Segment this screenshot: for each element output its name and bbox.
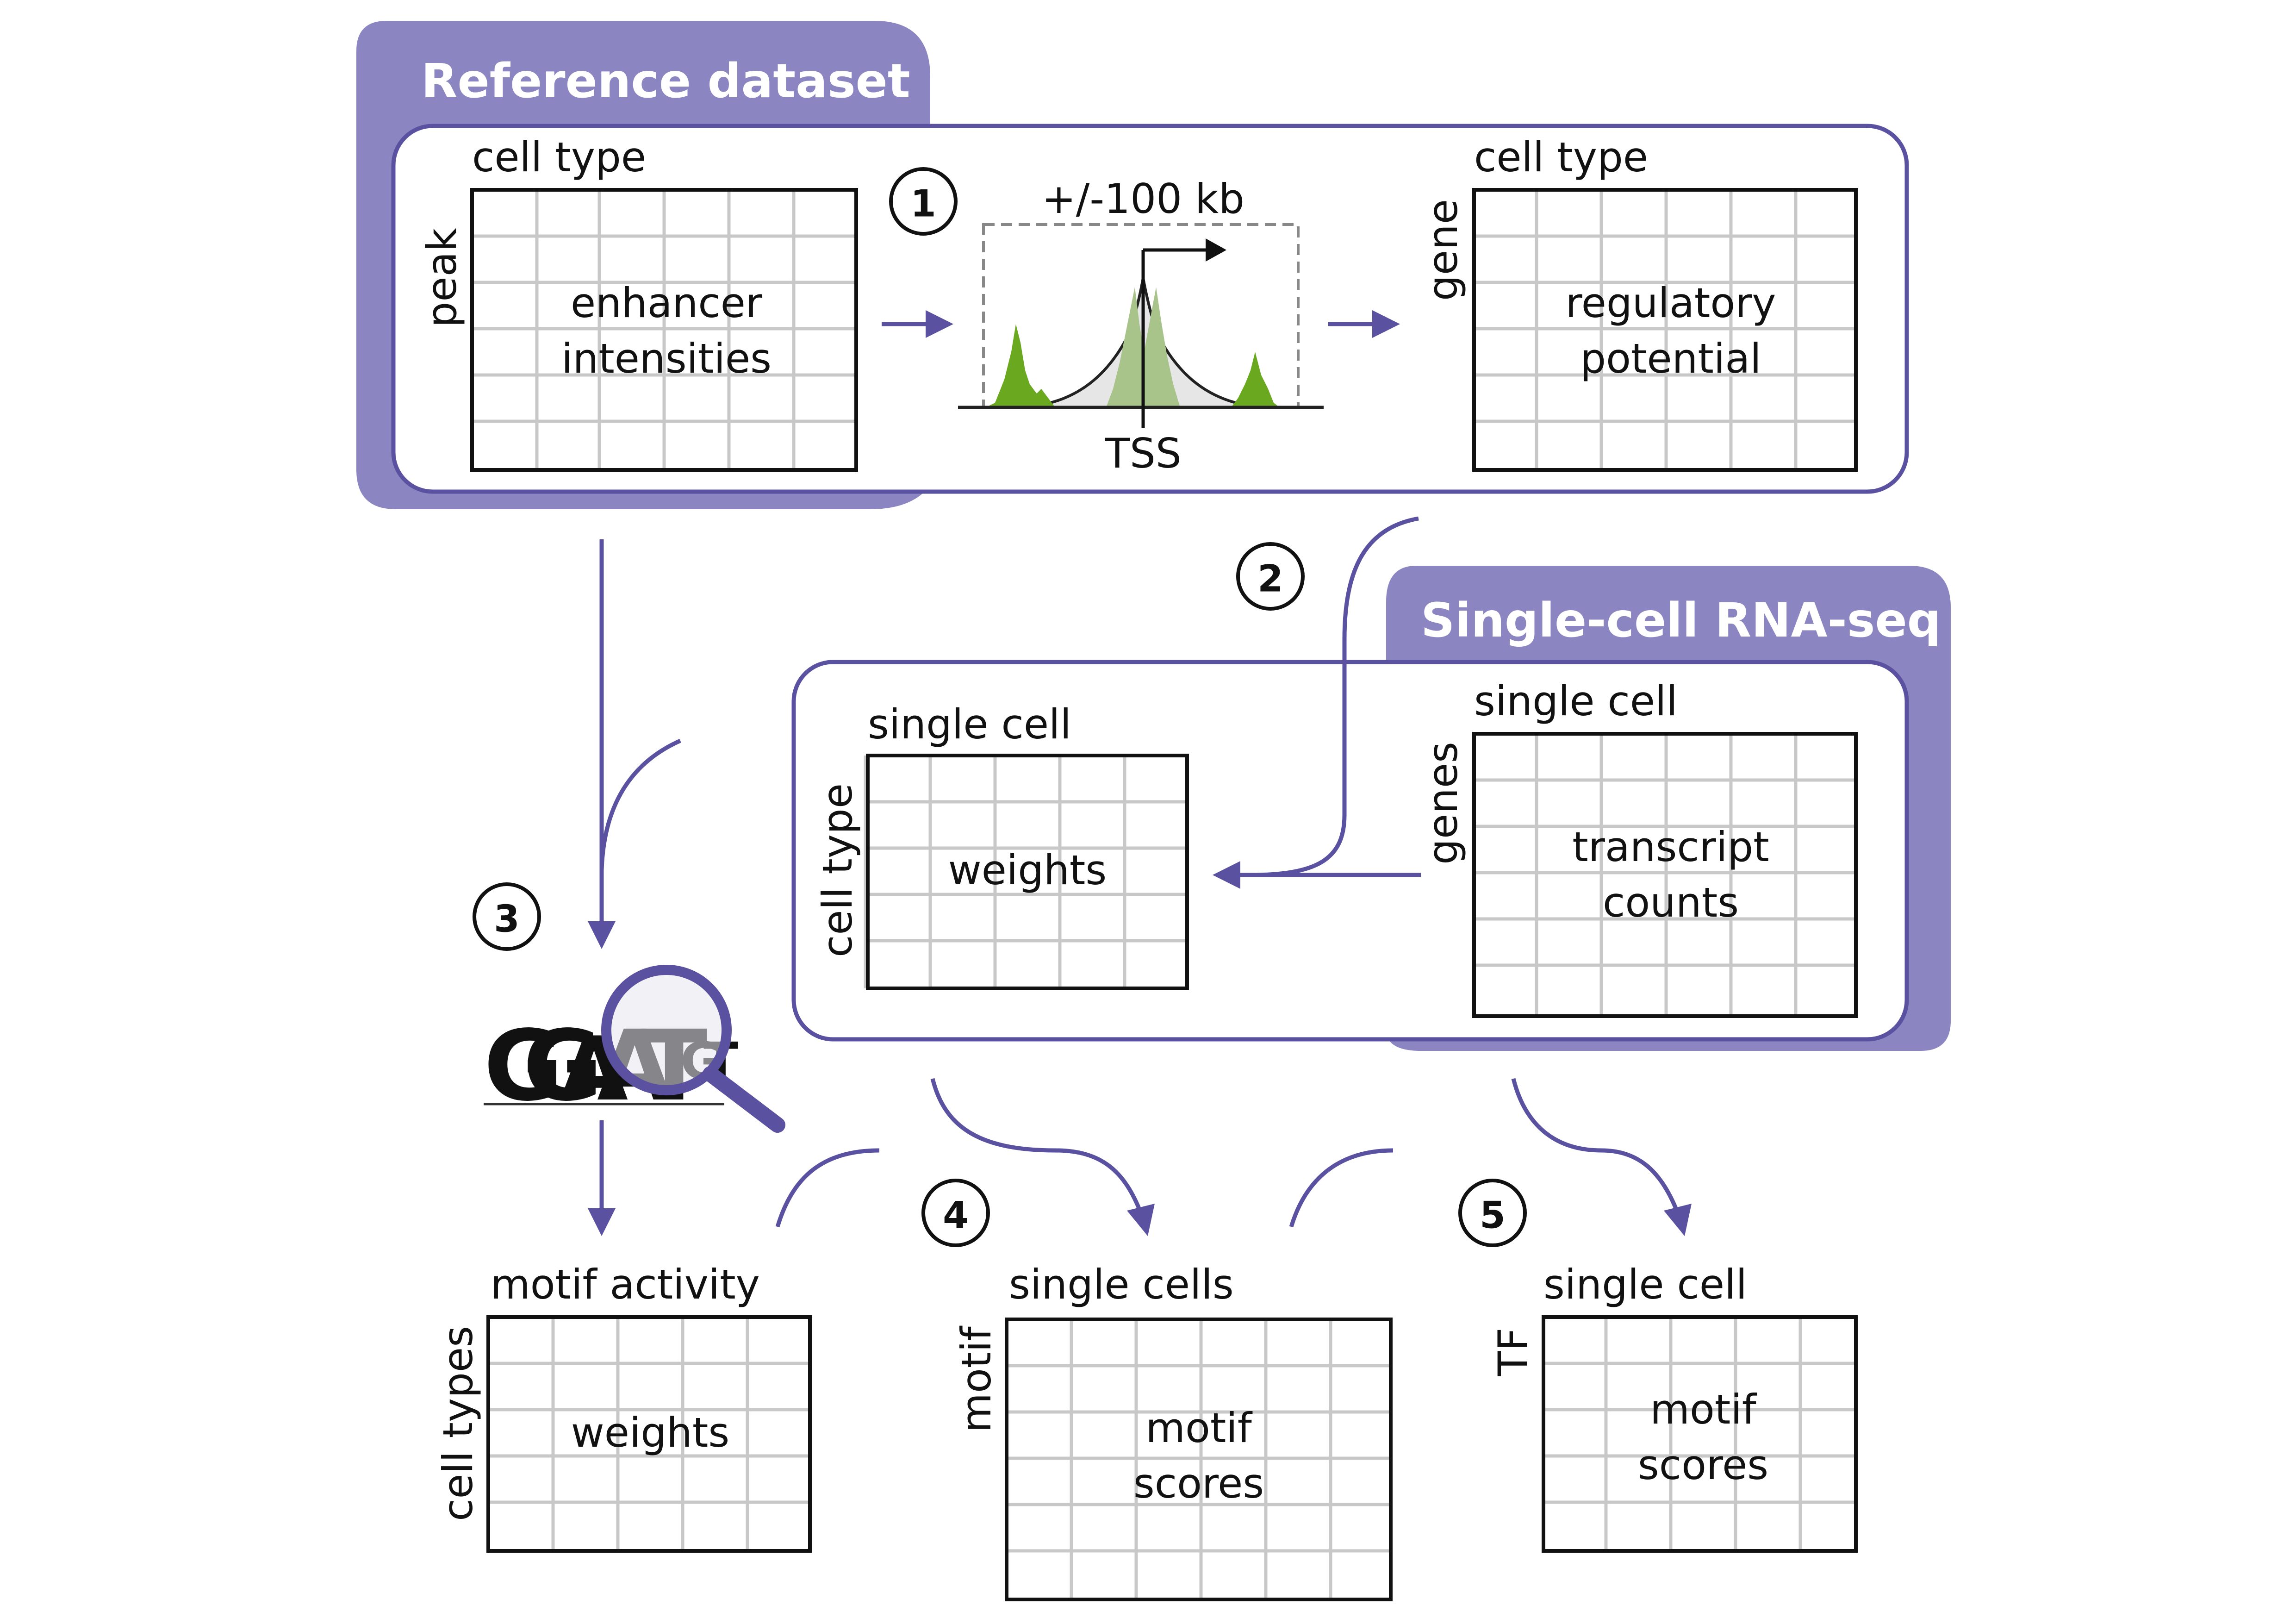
arrow-step-4 xyxy=(775,1078,1155,1236)
matrix-motif-scores-tf-grid xyxy=(1543,1317,1856,1551)
tss-arrow-icon xyxy=(1141,238,1226,428)
matrix-motif-activity-frame xyxy=(486,1315,812,1553)
step-5: 5 xyxy=(1458,1179,1527,1247)
step-5-number: 5 xyxy=(1480,1194,1506,1237)
matrix-motif-activity-grid xyxy=(488,1317,810,1551)
matrix-enhancer-content-line1: enhancer xyxy=(571,279,763,327)
matrix-weights-sc-top-label: single cell xyxy=(868,700,1071,748)
step-3-circle xyxy=(473,882,541,951)
scrna-title: Single-cell RNA-seq xyxy=(1421,593,1941,648)
step-4: 4 xyxy=(921,1179,990,1247)
peak-green-right xyxy=(1231,352,1280,407)
step-1-number: 1 xyxy=(910,182,936,225)
step-2-circle xyxy=(1236,542,1305,611)
matrix-motif-scores-tf-content-line1: motif xyxy=(1650,1386,1757,1433)
matrix-motif-scores-tf-frame xyxy=(1542,1315,1858,1553)
matrix-motif-scores-tf-top-label: single cell xyxy=(1543,1261,1747,1308)
matrix-regulatory-grid xyxy=(1474,190,1856,470)
arrow-regulatory-to-weights xyxy=(1249,516,1419,877)
arrow-motif-to-activity xyxy=(588,1120,616,1236)
matrix-transcript: single cell genes transcript counts xyxy=(1419,677,1858,1018)
matrix-motif-scores-tf-side-label: TF xyxy=(1489,1328,1537,1376)
matrix-motif-scores-cells: single cells motif motif scores xyxy=(952,1261,1393,1601)
matrix-weights-sc-frame xyxy=(866,754,1189,990)
matrix-enhancer-frame xyxy=(470,188,858,472)
magnifier-icon xyxy=(601,965,785,1133)
matrix-motif-activity-side-label: cell types xyxy=(434,1326,482,1521)
step-5-circle xyxy=(1458,1179,1527,1247)
matrix-motif-scores-tf-content-line2: scores xyxy=(1638,1441,1768,1489)
step-3-number: 3 xyxy=(494,898,520,941)
matrix-motif-scores-cells-side-label: motif xyxy=(952,1325,1000,1433)
step-2: 2 xyxy=(1236,542,1305,611)
matrix-transcript-content-line1: transcript xyxy=(1572,823,1769,871)
matrix-motif-scores-cells-content-line2: scores xyxy=(1133,1460,1264,1507)
matrix-motif-scores-cells-frame xyxy=(1005,1318,1393,1601)
matrix-weights-sc: single cell cell type weights xyxy=(814,700,1189,990)
reference-title: Reference dataset xyxy=(421,54,910,109)
arrow-enhancer-to-peak xyxy=(882,310,953,338)
matrix-enhancer-grid xyxy=(472,190,856,470)
peak-green-left xyxy=(986,324,1055,407)
matrix-motif-scores-cells-grid xyxy=(1007,1319,1391,1599)
peak-window-label: +/-100 kb xyxy=(1042,175,1244,223)
arrow-reference-to-motif xyxy=(588,539,681,949)
matrix-transcript-frame xyxy=(1472,732,1858,1018)
step-1-circle xyxy=(889,167,958,236)
matrix-enhancer-content-line2: intensities xyxy=(561,335,772,382)
matrix-motif-activity-content: weights xyxy=(571,1409,730,1456)
arrow-peak-to-regulatory xyxy=(1328,310,1400,338)
matrix-transcript-grid xyxy=(1474,734,1856,1016)
peak-plot: +/-100 kb TSS xyxy=(958,175,1324,477)
matrix-enhancer-top-label: cell type xyxy=(472,133,646,181)
matrix-motif-scores-cells-content-line1: motif xyxy=(1145,1404,1253,1452)
step-3: 3 xyxy=(473,882,541,951)
matrix-transcript-top-label: single cell xyxy=(1474,677,1678,725)
matrix-enhancer: cell type peak enhancer intensities xyxy=(418,133,858,472)
matrix-weights-sc-grid xyxy=(864,756,1187,988)
matrix-regulatory-content-line1: regulatory xyxy=(1566,279,1776,327)
step-4-number: 4 xyxy=(943,1194,969,1237)
tss-label: TSS xyxy=(1104,430,1181,477)
matrix-transcript-content-line2: counts xyxy=(1603,879,1739,926)
scrna-panel: Single-cell RNA-seq xyxy=(791,566,1951,1051)
matrix-regulatory-top-label: cell type xyxy=(1474,133,1648,181)
step-4-circle xyxy=(921,1179,990,1247)
matrix-regulatory: cell type gene regulatory potential xyxy=(1419,133,1858,472)
matrix-weights-sc-side-label: cell type xyxy=(814,783,861,957)
arrow-step-5 xyxy=(1289,1078,1692,1236)
matrix-motif-scores-tf: single cell TF motif scores xyxy=(1489,1261,1858,1553)
matrix-transcript-side-label: genes xyxy=(1419,742,1467,865)
arrow-transcript-to-weights xyxy=(1213,861,1421,889)
step-2-number: 2 xyxy=(1257,557,1283,600)
matrix-regulatory-side-label: gene xyxy=(1419,199,1467,301)
matrix-motif-activity-top-label: motif activity xyxy=(491,1261,760,1308)
matrix-motif-scores-cells-top-label: single cells xyxy=(1009,1261,1234,1308)
matrix-regulatory-content-line2: potential xyxy=(1580,335,1761,382)
matrix-regulatory-frame xyxy=(1472,188,1858,472)
step-1: 1 xyxy=(889,167,958,236)
matrix-weights-sc-content: weights xyxy=(948,846,1107,894)
matrix-motif-activity: motif activity cell types weights xyxy=(434,1261,812,1553)
matrix-enhancer-side-label: peak xyxy=(418,228,466,328)
